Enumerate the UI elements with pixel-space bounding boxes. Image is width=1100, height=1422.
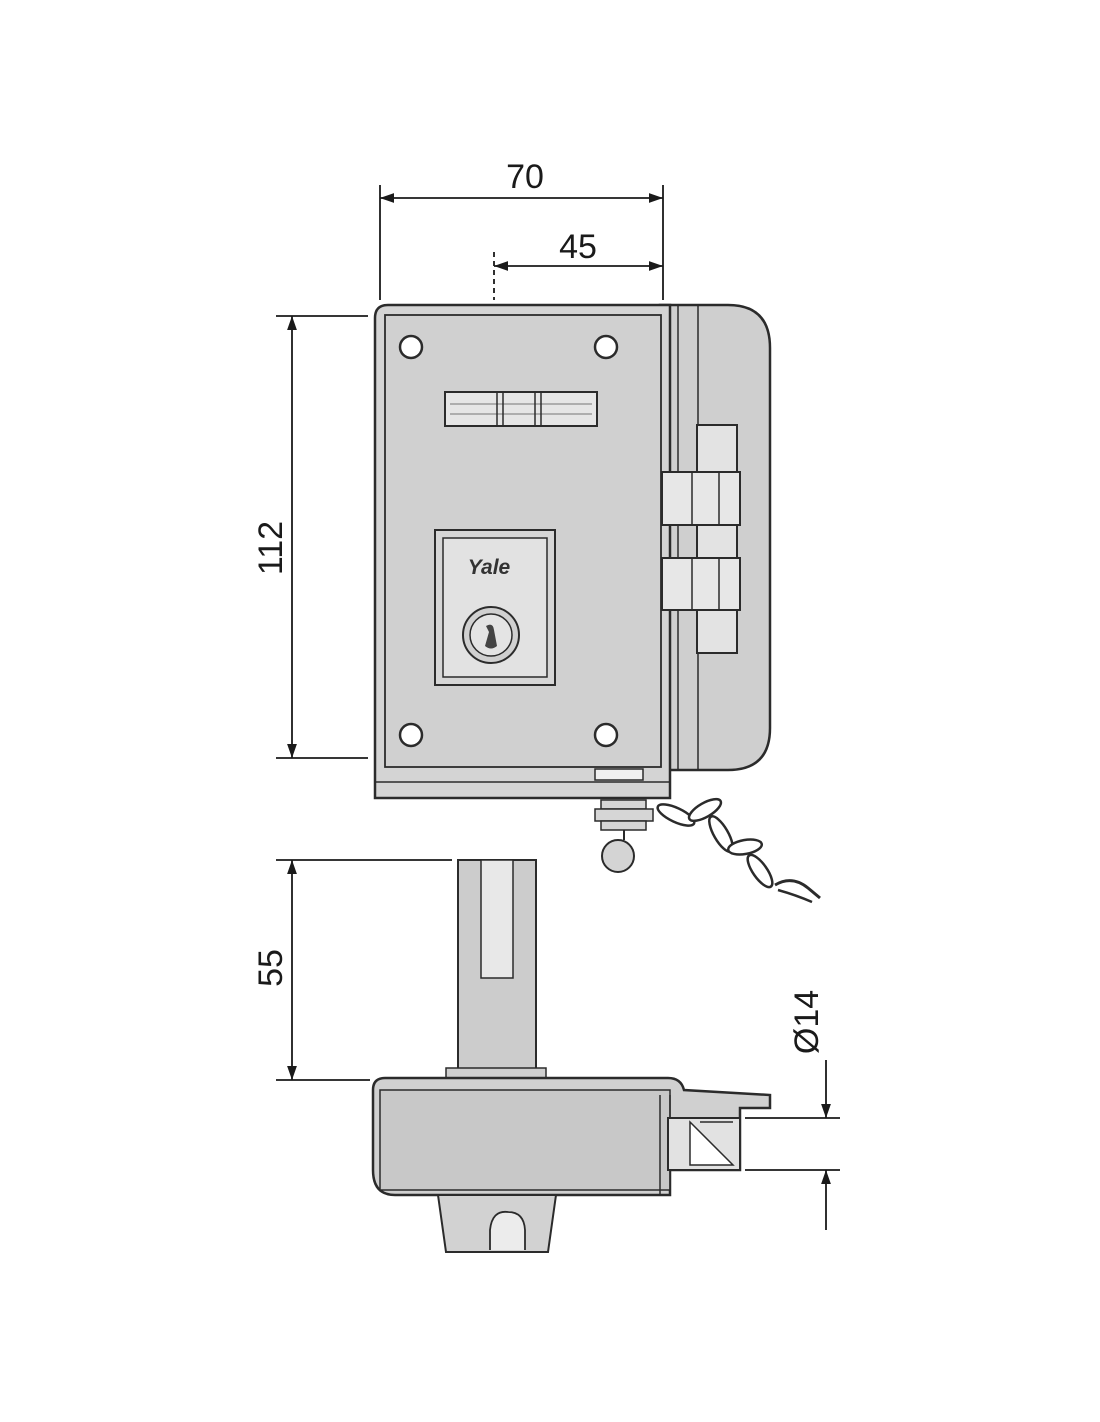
dim-label-45: 45 [559,228,597,266]
indicator-window [444,391,598,427]
dim-label-112: 112 [252,521,290,575]
dim-label-diameter: Ø14 [788,990,826,1054]
screw-hole-bottom-left [398,722,424,748]
dimension-lines [276,185,840,1230]
bolt-profile [667,1117,741,1171]
chain-pin [594,799,654,873]
bolts [661,424,741,654]
dim-label-55: 55 [252,949,290,987]
chain-icon [656,797,821,904]
cylinder-plate: Yale [434,529,556,686]
side-view [371,859,772,1253]
keyhole-icon [462,606,520,664]
latch-tab [594,768,644,781]
dim-label-70: 70 [506,158,544,196]
screw-hole-top-left [398,334,424,360]
front-view: Yale [373,303,821,904]
screw-hole-top-right [593,334,619,360]
brand-logo: Yale [468,556,511,579]
screw-hole-bottom-right [593,722,619,748]
